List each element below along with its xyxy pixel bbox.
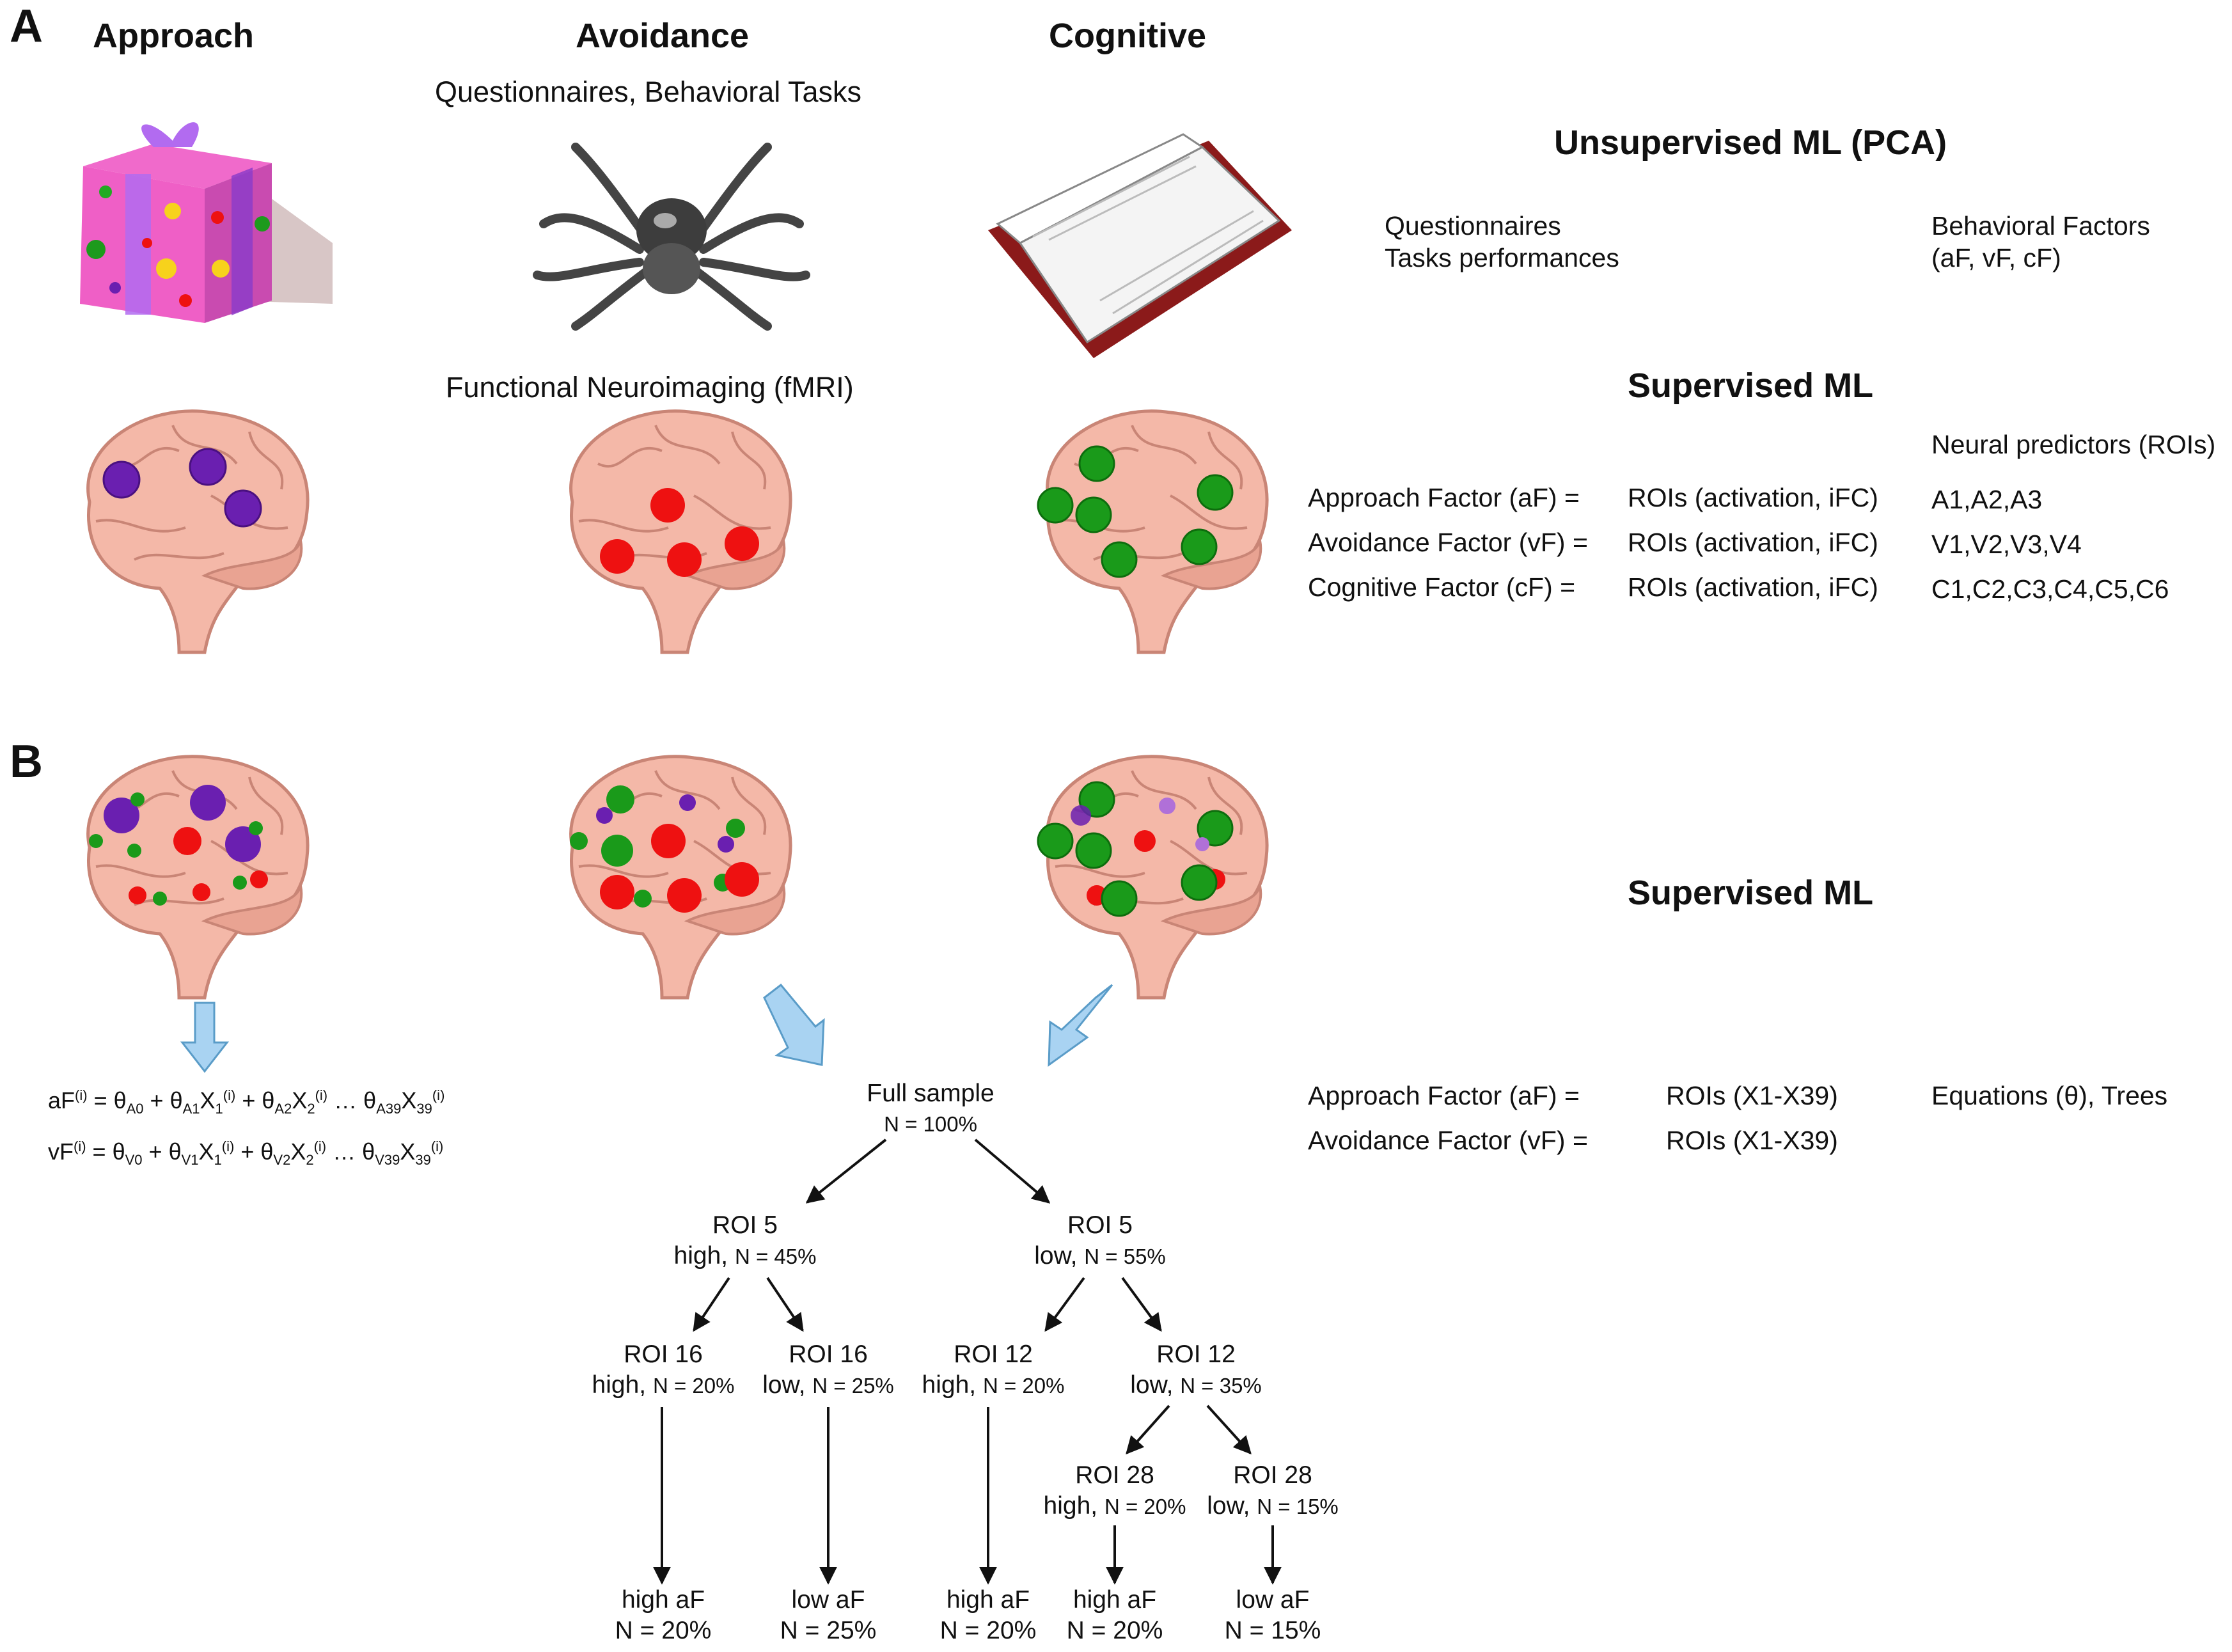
gift-icon <box>80 122 333 323</box>
unsup-input-questionnaires: Questionnaires <box>1385 211 1561 240</box>
roi-a2 <box>189 448 227 486</box>
row-cognitive-predictors: C1,C2,C3,C4,C5,C6 <box>1931 574 2169 604</box>
row-approach-rois: ROIs (activation, iFC) <box>1628 483 1878 512</box>
row-avoidance-factor: Avoidance Factor (vF) = <box>1308 528 1588 557</box>
diagonal-arrow-left-icon <box>763 983 825 1066</box>
unsup-output-title: Behavioral Factors <box>1931 211 2150 240</box>
b-row-avoidance-factor: Avoidance Factor (vF) = <box>1308 1126 1588 1155</box>
roi-c1 <box>1078 445 1115 482</box>
panel-b-label: B <box>10 736 43 787</box>
roi-a1 <box>102 460 141 499</box>
brain-b-approach <box>88 757 308 998</box>
supervised-ml-title-a: Supervised ML <box>1628 366 1874 405</box>
b-row-approach-rois: ROIs (X1-X39) <box>1666 1081 1838 1110</box>
roi-c6 <box>1181 528 1218 565</box>
panel-a-label: A <box>10 1 43 52</box>
column-title-approach: Approach <box>93 17 255 55</box>
down-arrow-icon <box>180 1002 230 1073</box>
unsupervised-ml-title: Unsupervised ML (PCA) <box>1554 123 1947 162</box>
brain-avoidance <box>571 411 790 652</box>
row-cognitive-factor: Cognitive Factor (cF) = <box>1308 572 1576 602</box>
brain-b-avoidance <box>570 757 790 998</box>
row-approach-predictors: A1,A2,A3 <box>1931 485 2043 514</box>
roi-v3 <box>667 542 702 577</box>
spider-icon <box>533 143 810 331</box>
tree-edges <box>653 1138 1282 1585</box>
equation-vf: vF(i) = θV0 + θV1X1(i) + θV2X2(i) … θV39… <box>48 1138 444 1168</box>
b-row-approach-factor: Approach Factor (aF) = <box>1308 1081 1580 1110</box>
column-title-cognitive: Cognitive <box>1049 17 1207 55</box>
roi-v1 <box>650 488 685 523</box>
row-avoidance-rois: ROIs (activation, iFC) <box>1628 528 1878 557</box>
roi-c5 <box>1101 541 1138 578</box>
roi-c3 <box>1075 496 1112 533</box>
diagonal-arrow-right-icon <box>1048 984 1113 1067</box>
row-avoidance-predictors: V1,V2,V3,V4 <box>1931 530 2082 559</box>
unsup-input-tasks: Tasks performances <box>1385 243 1619 272</box>
brain-cognitive <box>1037 411 1267 652</box>
behavioral-subtitle: Questionnaires, Behavioral Tasks <box>435 75 862 108</box>
brain-b-cognitive <box>1037 757 1267 998</box>
column-title-avoidance: Avoidance <box>576 17 750 55</box>
row-cognitive-rois: ROIs (activation, iFC) <box>1628 572 1878 602</box>
row-approach-factor: Approach Factor (aF) = <box>1308 483 1580 512</box>
roi-a3 <box>224 489 262 528</box>
equation-af: aF(i) = θA0 + θA1X1(i) + θA2X2(i) … θA39… <box>48 1087 445 1117</box>
roi-c4 <box>1197 474 1234 511</box>
brain-approach <box>88 411 308 652</box>
b-row-avoidance-rois: ROIs (X1-X39) <box>1666 1126 1838 1155</box>
roi-v2 <box>600 539 634 574</box>
b-row-approach-method: Equations (θ), Trees <box>1931 1081 2168 1110</box>
unsup-output-factors: (aF, vF, cF) <box>1931 243 2061 272</box>
roi-c2 <box>1037 487 1074 524</box>
supervised-ml-title-b: Supervised ML <box>1628 874 1874 912</box>
book-icon <box>988 133 1292 358</box>
fmri-subtitle: Functional Neuroimaging (fMRI) <box>446 371 854 404</box>
roi-v4 <box>725 526 759 561</box>
neural-predictors-header: Neural predictors (ROIs) <box>1931 430 2216 459</box>
